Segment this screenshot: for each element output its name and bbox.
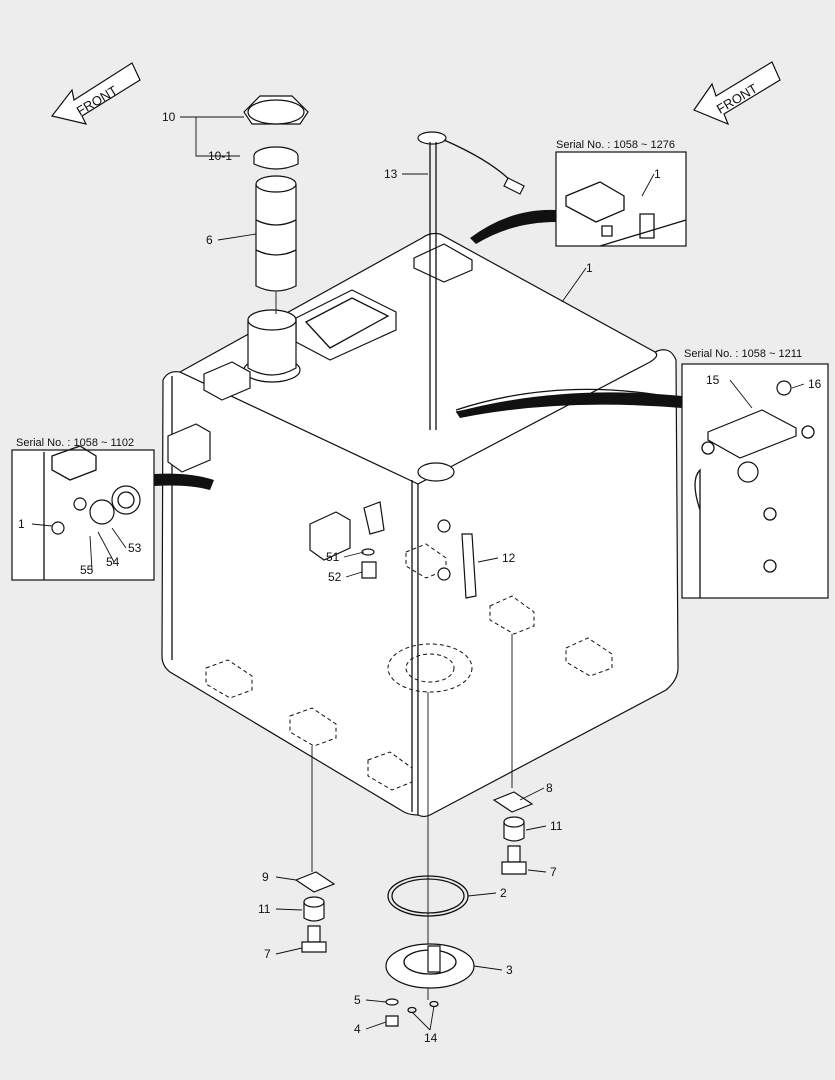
callout-1-inset-left: 1 xyxy=(18,517,25,531)
callout-15: 15 xyxy=(706,373,720,387)
inset-mid-right xyxy=(456,363,829,599)
callout-12: 12 xyxy=(502,551,516,565)
callout-4: 4 xyxy=(354,1022,361,1036)
elbow-and-plug xyxy=(361,501,385,579)
inset-top-right-serial: Serial No. : 1058 ~ 1276 xyxy=(556,139,675,151)
callout-9: 9 xyxy=(262,870,269,884)
callout-11-left: 11 xyxy=(258,902,271,916)
leader-lines xyxy=(31,116,805,1031)
callout-10: 10 xyxy=(162,110,176,124)
sight-gauge xyxy=(437,519,477,599)
callout-3: 3 xyxy=(506,963,513,977)
callout-1-inset-top: 1 xyxy=(654,167,661,181)
inset-mid-right-serial: Serial No. : 1058 ~ 1211 xyxy=(684,348,802,360)
callout-7-right: 7 xyxy=(550,865,557,879)
callout-55: 55 xyxy=(80,563,94,577)
front-arrow-right: FRONT xyxy=(693,61,781,126)
callout-13: 13 xyxy=(384,167,398,181)
callout-53: 53 xyxy=(128,541,142,555)
inset-left-serial: Serial No. : 1058 ~ 1102 xyxy=(16,437,134,449)
level-gauge xyxy=(417,131,525,482)
lower-parts xyxy=(294,634,534,1027)
inset-left xyxy=(11,445,214,581)
callout-8: 8 xyxy=(546,781,553,795)
front-arrow-left: FRONT xyxy=(50,62,141,125)
callout-7-left: 7 xyxy=(264,947,271,961)
callout-10-1: 10-1 xyxy=(208,149,232,163)
fuel-tank-body xyxy=(161,232,679,818)
callout-2: 2 xyxy=(500,886,507,900)
callout-labels: 10 10-1 6 13 1 1 15 16 1 53 54 55 51 52 … xyxy=(18,110,822,1045)
callout-14: 14 xyxy=(424,1031,438,1045)
callout-1-main: 1 xyxy=(586,261,593,275)
callout-51: 51 xyxy=(326,550,340,564)
callout-11-right: 11 xyxy=(550,819,563,833)
callout-54: 54 xyxy=(106,555,120,569)
inset-top-right xyxy=(470,151,687,247)
callout-16: 16 xyxy=(808,377,822,391)
callout-52: 52 xyxy=(328,570,342,584)
callout-6: 6 xyxy=(206,233,213,247)
filler-assembly xyxy=(243,95,309,314)
callout-5: 5 xyxy=(354,993,361,1007)
